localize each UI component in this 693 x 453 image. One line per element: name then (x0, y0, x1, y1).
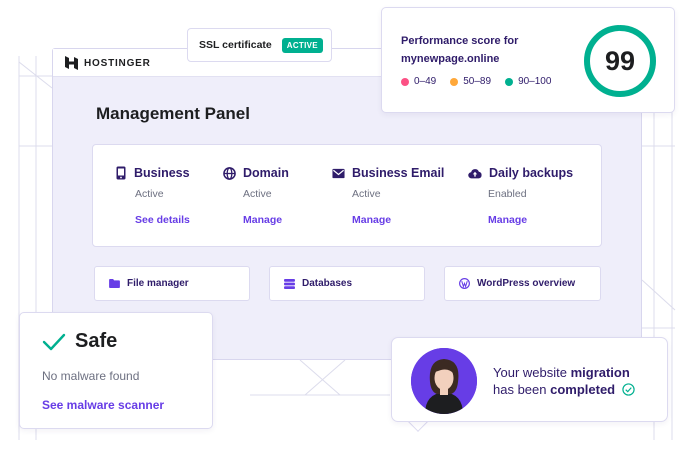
hostinger-logo-icon (65, 56, 78, 70)
see-details-link[interactable]: See details (135, 214, 190, 226)
service-name: Business (134, 166, 190, 180)
migration-line2-prefix: has been (493, 382, 551, 397)
database-icon (284, 278, 295, 289)
green-dot-icon (505, 77, 514, 86)
service-domain: Domain Active Manage (223, 166, 289, 226)
cloud-upload-icon (468, 168, 482, 178)
ssl-status-pill: ACTIVE (281, 37, 323, 53)
phone-icon (116, 166, 126, 180)
malware-status-card: Safe No malware found See malware scanne… (19, 312, 213, 429)
checkmark-icon (42, 333, 66, 350)
red-dot-icon (401, 77, 409, 86)
databases-label: Databases (302, 278, 353, 289)
service-business: Business Active See details (115, 166, 190, 226)
legend-label: 0–49 (414, 76, 437, 87)
ssl-label: SSL certificate (199, 39, 272, 51)
migration-notification-card: Your website migration has been complete… (391, 337, 668, 422)
brand-name: HOSTINGER (84, 57, 151, 69)
wordpress-overview-label: WordPress overview (477, 278, 576, 289)
service-business-email: Business Email Active Manage (332, 166, 444, 226)
databases-button[interactable]: Databases (269, 266, 425, 301)
legend-item-low: 0–49 (401, 76, 436, 87)
check-circle-icon (622, 383, 635, 396)
manage-domain-link[interactable]: Manage (243, 214, 283, 226)
service-name: Domain (243, 166, 289, 180)
migration-line1-bold: migration (570, 365, 630, 380)
services-card: Business Active See details Domain Activ… (92, 144, 602, 247)
service-daily-backups: Daily backups Enabled Manage (468, 166, 573, 226)
file-manager-label: File manager (127, 278, 189, 289)
performance-score-card: Performance score for mynewpage.online 0… (381, 7, 675, 113)
service-status: Enabled (488, 188, 527, 200)
legend-label: 90–100 (518, 76, 552, 87)
migration-message: Your website migration has been complete… (493, 364, 635, 398)
panel-title: Management Panel (96, 104, 250, 123)
service-status: Active (352, 188, 381, 200)
person-portrait-icon (411, 348, 477, 414)
wordpress-icon (459, 278, 470, 289)
service-status: Active (135, 188, 164, 200)
brand-logo: HOSTINGER (65, 56, 151, 70)
service-status: Active (243, 188, 272, 200)
performance-score-value: 99 (604, 45, 636, 76)
folder-icon (109, 279, 120, 288)
file-manager-button[interactable]: File manager (94, 266, 250, 301)
ssl-certificate-badge: SSL certificate ACTIVE (187, 28, 332, 62)
mail-icon (332, 168, 345, 178)
service-name: Daily backups (489, 166, 574, 180)
manage-email-link[interactable]: Manage (352, 214, 392, 226)
performance-domain: mynewpage.online (401, 53, 500, 65)
migration-line2-bold: completed (550, 382, 616, 397)
performance-title-line1: Performance score for (401, 35, 519, 47)
performance-title: Performance score for mynewpage.online (401, 32, 571, 68)
avatar (411, 348, 477, 414)
orange-dot-icon (450, 77, 459, 86)
management-panel-window: HOSTINGER Management Panel Business Acti… (52, 48, 642, 360)
service-name: Business Email (352, 166, 445, 180)
safe-title: Safe (75, 330, 118, 352)
legend-item-mid: 50–89 (450, 76, 491, 87)
globe-icon (223, 166, 236, 180)
wordpress-overview-button[interactable]: WordPress overview (444, 266, 601, 301)
manage-backups-link[interactable]: Manage (488, 214, 528, 226)
migration-line1-prefix: Your website (493, 365, 571, 380)
legend-label: 50–89 (463, 76, 492, 87)
score-gauge-ring (584, 25, 656, 97)
no-malware-text: No malware found (42, 369, 140, 383)
legend-item-high: 90–100 (505, 76, 551, 87)
malware-scanner-link[interactable]: See malware scanner (42, 398, 165, 412)
performance-legend: 0–49 50–89 90–100 (401, 76, 551, 87)
